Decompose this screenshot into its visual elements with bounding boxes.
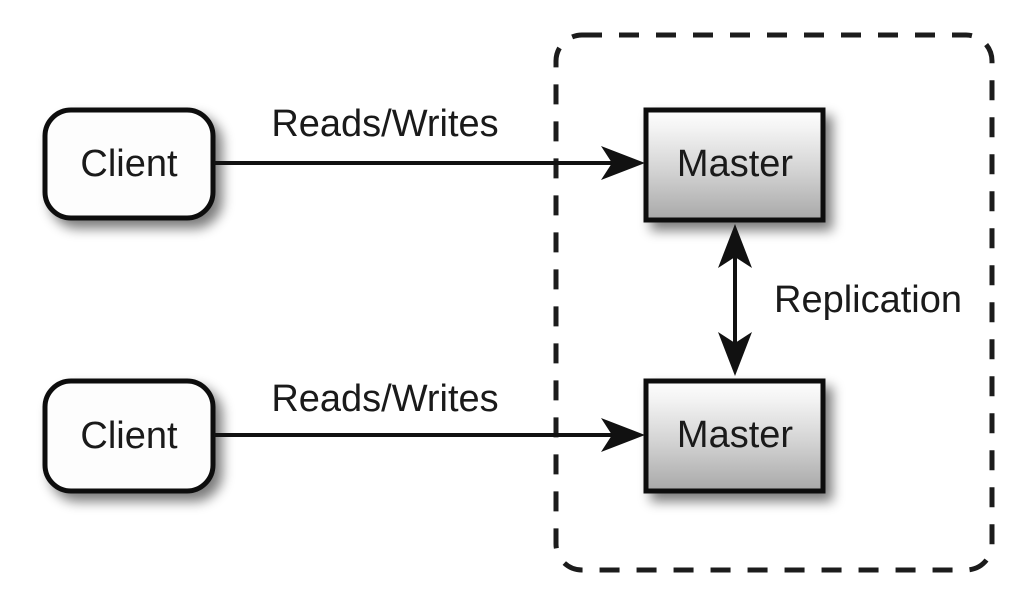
edge-bottom-label: Reads/Writes	[271, 378, 498, 420]
master-top-shape	[643, 107, 826, 223]
client-top-shape	[42, 107, 216, 221]
client-top-label: Client	[80, 143, 178, 185]
edge-client-bottom-to-master-bottom	[214, 418, 645, 452]
master-bottom-label: Master	[677, 414, 793, 456]
replication-arrowhead-down-icon	[718, 332, 752, 376]
replication-label: Replication	[774, 279, 962, 321]
node-client-top[interactable]	[42, 107, 216, 221]
master-top-label: Master	[677, 143, 793, 185]
edge-client-top-to-master-top	[214, 146, 645, 180]
edge-top-label: Reads/Writes	[271, 103, 498, 145]
edge-master-replication	[718, 224, 752, 376]
replication-arrowhead-up-icon	[718, 224, 752, 268]
master-bottom-shape	[643, 378, 826, 494]
client-bottom-label: Client	[80, 415, 178, 457]
node-client-bottom[interactable]	[42, 378, 216, 494]
node-master-bottom[interactable]	[643, 378, 826, 494]
replication-cluster-boundary	[553, 32, 995, 573]
client-bottom-shape	[42, 378, 216, 494]
edge-top-arrowhead-icon	[601, 146, 645, 180]
node-master-top[interactable]	[643, 107, 826, 223]
edge-bottom-arrowhead-icon	[601, 418, 645, 452]
